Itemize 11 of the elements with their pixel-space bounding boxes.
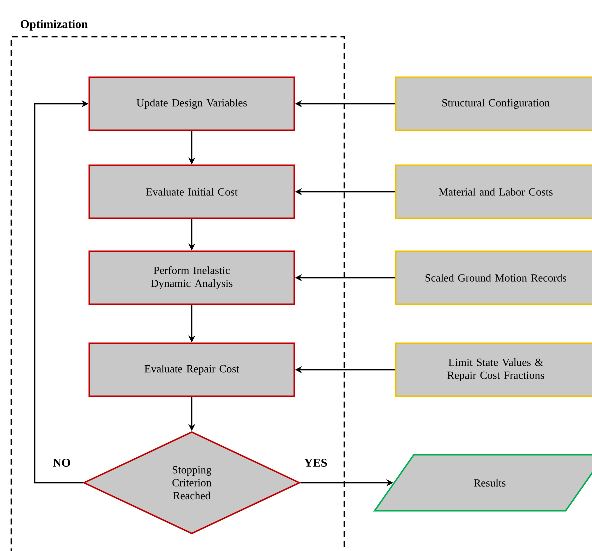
input-box: Limit State Values & Repair Cost Fractions — [395, 342, 592, 398]
process-box: Evaluate Repair Cost — [88, 342, 296, 398]
input-box: Structural Configuration — [395, 76, 592, 132]
process-box: Evaluate Initial Cost — [88, 164, 296, 220]
node-label: Optimization — [20, 20, 88, 31]
input-box: Material and Labor Costs — [395, 164, 592, 220]
process-box: Update Design Variables — [88, 76, 296, 132]
process-box: Perform Inelastic Dynamic Analysis — [88, 250, 296, 306]
edge-label: YES — [304, 458, 328, 467]
input-box: Scaled Ground Motion Records — [395, 250, 592, 306]
edge-label: NO — [53, 458, 70, 467]
